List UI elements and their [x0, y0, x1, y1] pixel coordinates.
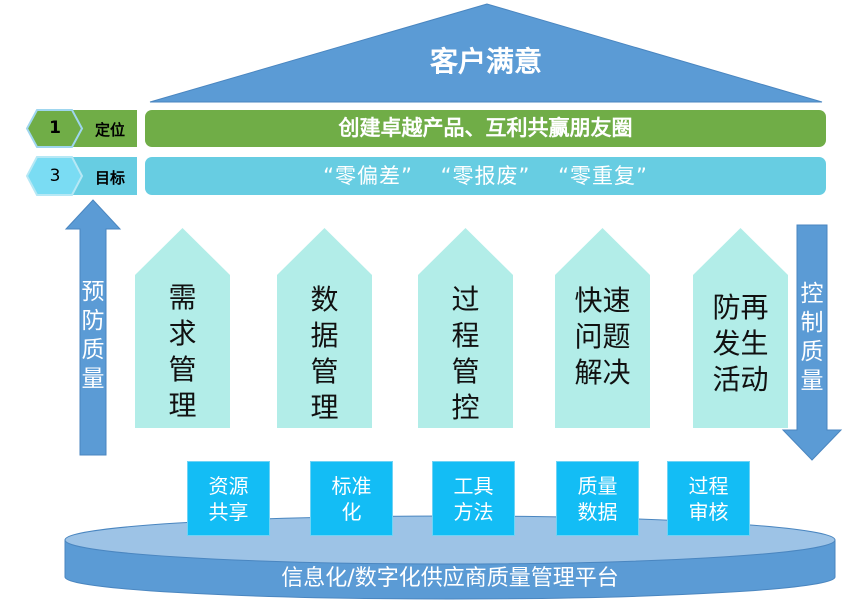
- pillar-label: 过程管控: [451, 283, 480, 424]
- row2-label: 目标: [94, 169, 125, 187]
- row1-number: 1: [49, 118, 61, 138]
- down-arrow: [781, 224, 843, 461]
- right-arrow-text: 控制质量: [800, 281, 824, 394]
- pillar-label: 数据管理: [310, 283, 339, 424]
- foundation-label: 标准化: [331, 473, 372, 524]
- roof-title: 客户满意: [429, 45, 542, 78]
- goal-item: “零偏差”: [323, 164, 413, 188]
- pillar-shape: [277, 228, 372, 428]
- row1-label: 定位: [94, 121, 125, 139]
- pillar-label: 快速问题解决: [574, 284, 631, 389]
- goal-item: “零报废”: [440, 164, 531, 188]
- foundation-label: 质量数据: [577, 473, 618, 524]
- foundation-box: 质量数据: [556, 461, 639, 536]
- foundation-label: 资源共享: [208, 473, 249, 524]
- foundation-label: 工具方法: [453, 473, 494, 524]
- goal-bar: “零偏差” “零报废” “零重复”: [145, 157, 826, 195]
- pillar-label: 防再发生活动: [712, 291, 769, 396]
- goal-item: “零重复”: [558, 164, 648, 188]
- foundation-box: 标准化: [310, 461, 393, 536]
- pillar-shape: [135, 228, 230, 428]
- row1-hexagon: [25, 109, 84, 148]
- positioning-bar: 创建卓越产品、互利共赢朋友圈: [145, 110, 826, 147]
- foundation-box: 过程审核: [667, 461, 750, 536]
- roof: [149, 3, 823, 103]
- foundation-box: 工具方法: [432, 461, 515, 536]
- foundation-box: 资源共享: [187, 461, 270, 536]
- pillar-shape: [693, 228, 788, 428]
- row2-number: 3: [49, 166, 61, 186]
- row2-hexagon: [25, 156, 84, 196]
- up-arrow: [64, 199, 122, 456]
- pillar-shape: [418, 228, 513, 428]
- left-arrow-text: 预防质量: [81, 279, 105, 392]
- pillar-shape: [555, 228, 650, 428]
- pillar-label: 需求管理: [168, 281, 197, 422]
- platform-label: 信息化/数字化供应商质量管理平台: [281, 566, 619, 591]
- foundation-label: 过程审核: [688, 473, 729, 524]
